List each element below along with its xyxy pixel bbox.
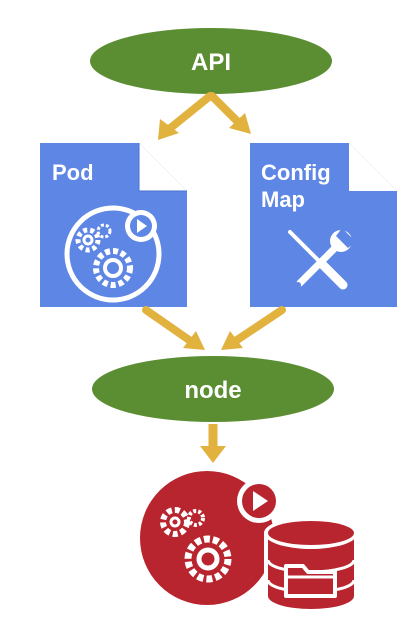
arrow-api-pod-line	[164, 92, 214, 134]
node-label: node	[184, 377, 241, 404]
arrow-configmap-node-head	[221, 331, 243, 350]
output-running-pod	[140, 471, 358, 613]
configmap-document: Config Map	[250, 143, 397, 307]
arrow-node-to-output	[200, 424, 226, 463]
arrow-pod-node-line	[142, 306, 196, 346]
configmap-label-line2: Map	[261, 187, 305, 212]
play-icon	[125, 210, 157, 242]
node-node: node	[92, 356, 334, 422]
arrows-api-to-docs	[158, 92, 251, 140]
api-label: API	[191, 49, 231, 76]
pod-label: Pod	[52, 160, 94, 185]
output-volume	[264, 517, 358, 613]
wrench-screwdriver-icon	[288, 228, 356, 290]
pod-document: Pod	[40, 143, 187, 307]
output-play-icon	[237, 479, 281, 523]
pod-doc-fold	[139, 143, 187, 191]
arrow-api-configmap-head	[229, 113, 251, 134]
gears-icon	[64, 205, 162, 303]
configmap-doc-fold	[349, 143, 397, 191]
folder-icon	[284, 564, 337, 598]
api-node: API	[90, 28, 332, 94]
arrow-configmap-node-line	[230, 306, 286, 346]
pod-icon-circle	[64, 205, 162, 303]
node-ellipse	[92, 356, 334, 422]
arrow-pod-node-head	[183, 331, 205, 350]
api-ellipse	[90, 28, 332, 94]
arrow-api-pod-head	[158, 119, 179, 140]
configmap-label-line1: Config	[261, 160, 331, 185]
output-gears-icon	[160, 507, 232, 583]
arrow-api-configmap-line	[208, 92, 244, 128]
arrows-docs-to-node	[142, 306, 286, 350]
